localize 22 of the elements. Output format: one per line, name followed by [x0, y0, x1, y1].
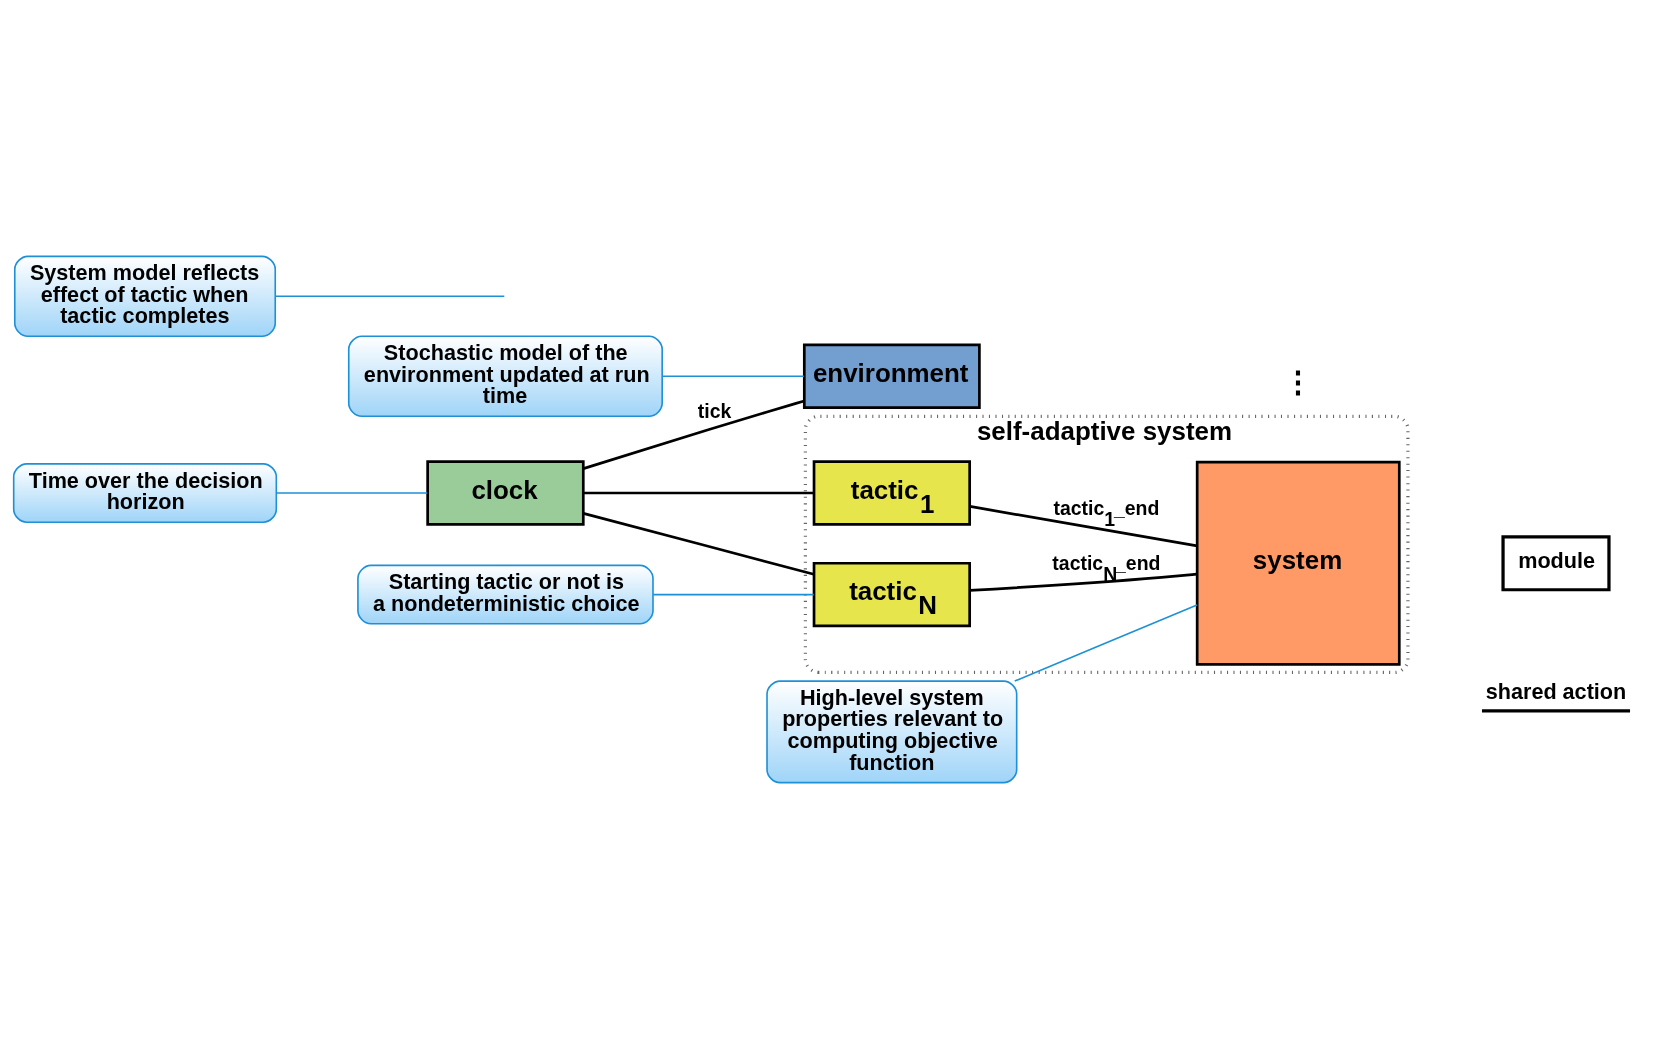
connector: [652, 593, 815, 596]
node-box: clock: [426, 460, 585, 526]
connector: [661, 375, 805, 378]
edge-label: tick: [697, 399, 732, 422]
connector: [582, 399, 805, 470]
node-box: Time over the decision horizon: [12, 463, 278, 523]
connector: [583, 491, 814, 495]
node-box: System model reflects effect of tactic when tactic completes: [13, 255, 277, 338]
connector: [275, 492, 429, 494]
connector: [1013, 604, 1198, 682]
legend-label: module: [1518, 547, 1596, 573]
node-box: Stochastic model of the environment updated at run time: [347, 335, 663, 418]
label: ⋮: [1283, 365, 1314, 399]
connector: [274, 295, 506, 298]
node-box: system: [1195, 460, 1401, 666]
legend-label: shared action: [1485, 679, 1627, 705]
connector: [583, 512, 815, 576]
node-box: High-level system properties relevant to computing objective function: [766, 680, 1018, 784]
node-box: Starting tactic or not is a nondeterministic choice: [357, 564, 654, 625]
node-box: environment: [802, 343, 981, 409]
connector: [969, 572, 1197, 592]
connector: [969, 505, 1198, 548]
